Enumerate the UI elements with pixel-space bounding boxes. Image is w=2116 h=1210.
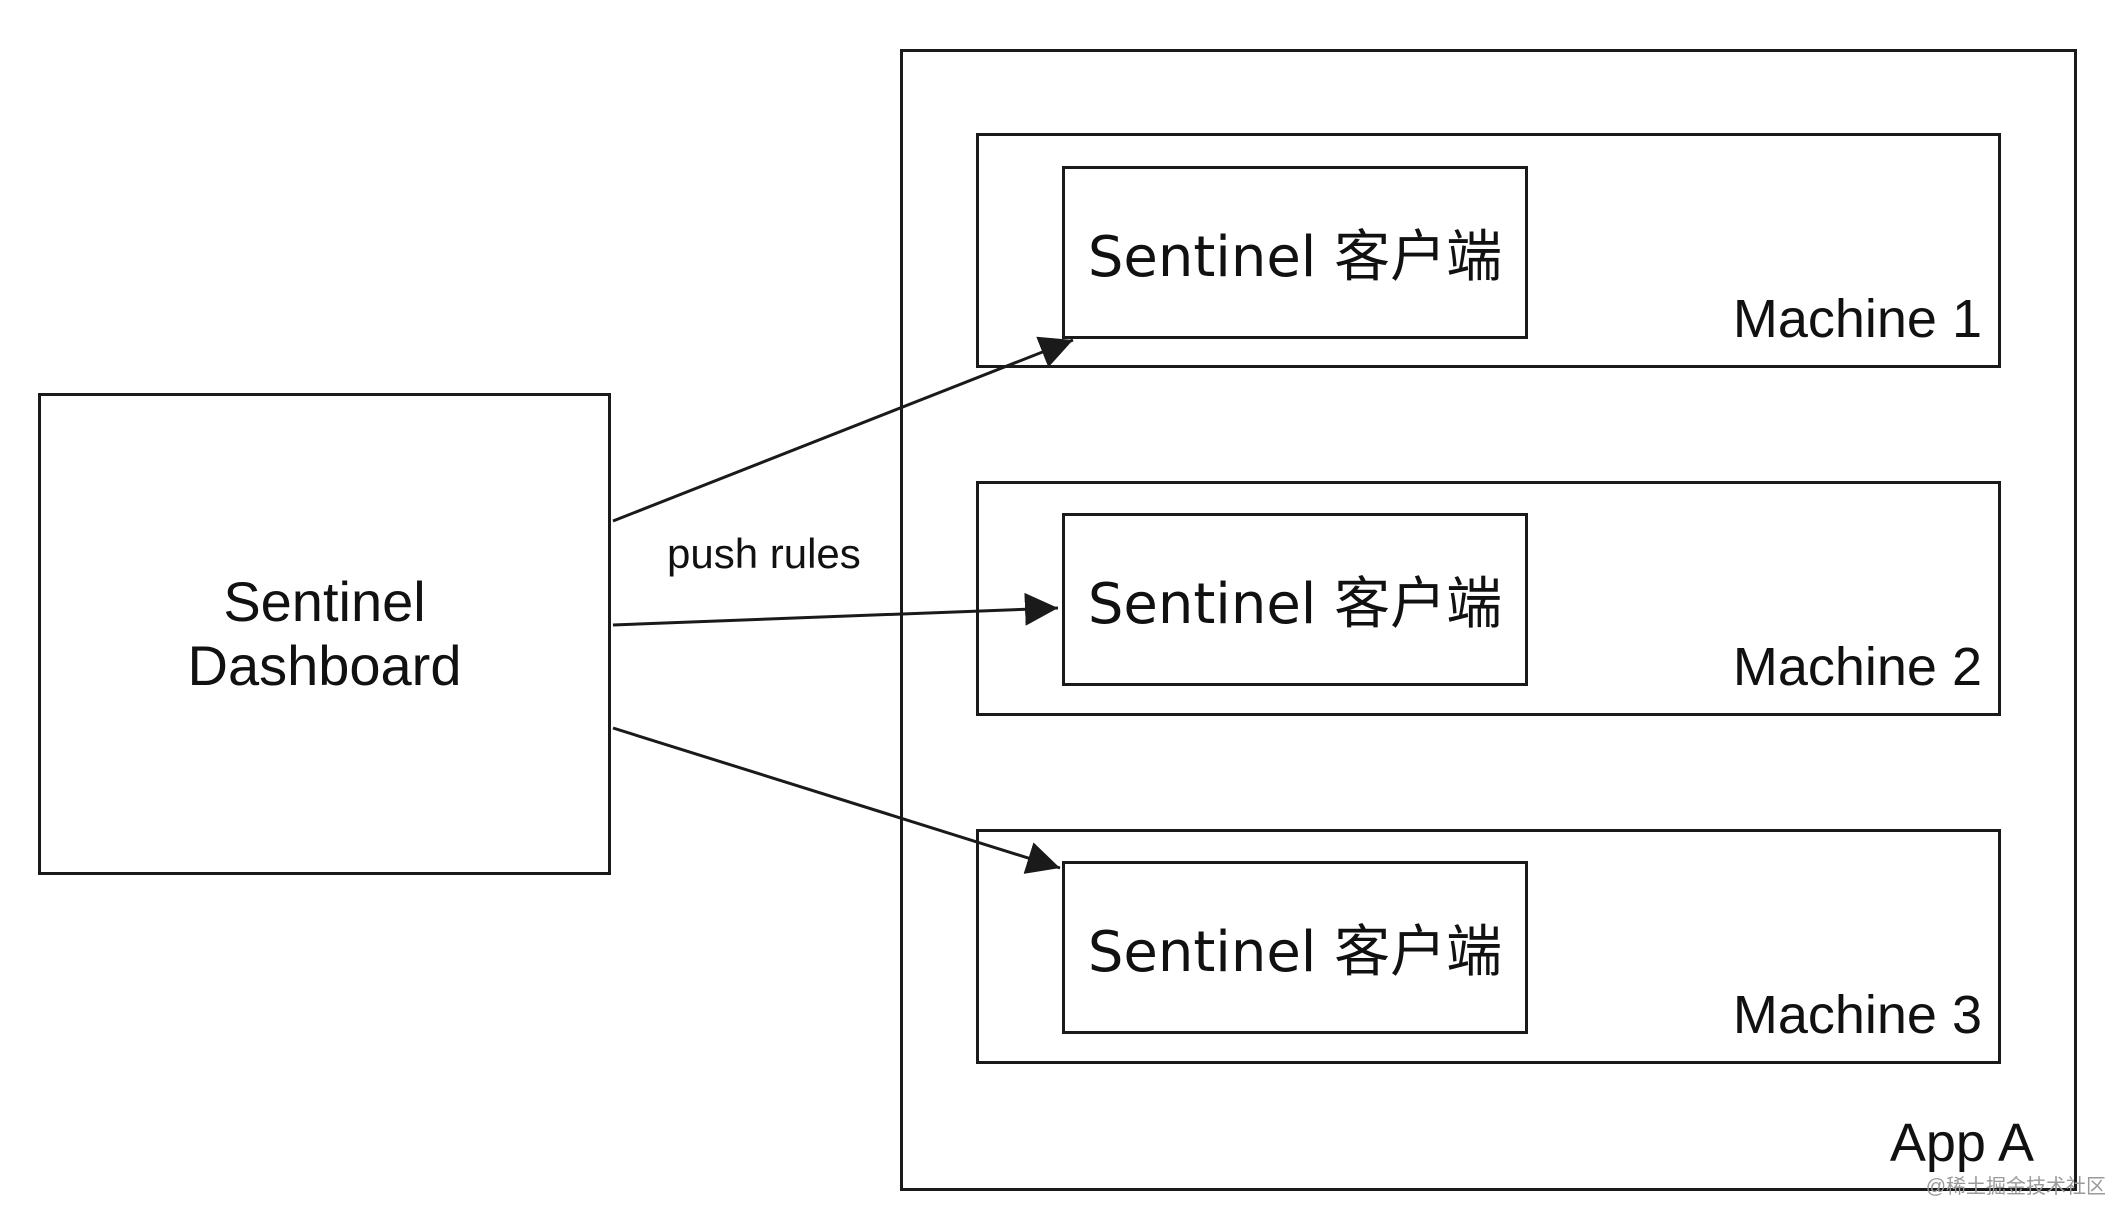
sentinel-dashboard-box: Sentinel Dashboard — [38, 393, 611, 875]
sentinel-client-box: Sentinel 客户端 — [1062, 513, 1528, 686]
sentinel-client-box: Sentinel 客户端 — [1062, 861, 1528, 1034]
dashboard-label-line: Sentinel — [223, 570, 426, 633]
sentinel-client-label: Sentinel 客户端 — [1087, 225, 1503, 290]
dashboard-label: Sentinel Dashboard — [188, 570, 462, 698]
machine-label: Machine 3 — [1732, 985, 1982, 1045]
sentinel-client-label: Sentinel 客户端 — [1087, 572, 1503, 637]
sentinel-client-label: Sentinel 客户端 — [1087, 920, 1503, 985]
app-label: App A — [1889, 1113, 2034, 1173]
sentinel-client-box: Sentinel 客户端 — [1062, 166, 1528, 339]
machine-label: Machine 2 — [1732, 637, 1982, 697]
push-rules-label: push rules — [667, 530, 861, 577]
dashboard-label-line: Dashboard — [187, 634, 462, 697]
watermark: @稀土掘金技术社区 — [1925, 1176, 2106, 1198]
machine-label: Machine 1 — [1732, 289, 1982, 349]
